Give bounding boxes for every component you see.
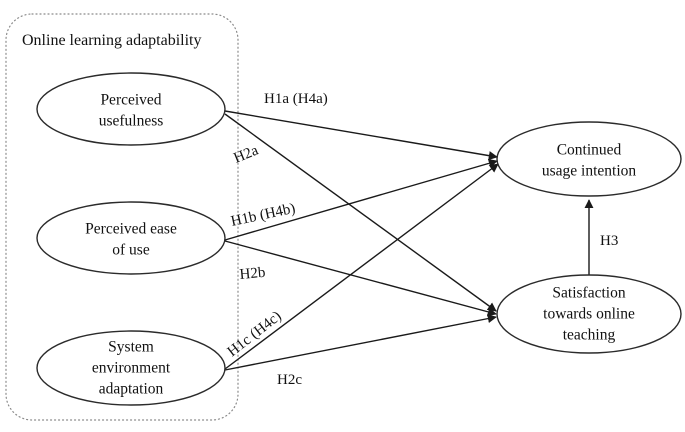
node-satisfaction-towards-online-teaching[interactable]: Satisfaction towards online teaching: [496, 274, 682, 354]
node-label-line: towards online: [543, 306, 635, 323]
edge-label-h2c: H2c: [277, 372, 302, 388]
edge-h1a-perceived-usefulness-to-continued-usage: [224, 110, 498, 161]
node-label-line: teaching: [563, 327, 616, 344]
node-continued-usage-intention[interactable]: Continued usage intention: [496, 121, 682, 197]
node-system-environment-adaptation[interactable]: System environment adaptation: [36, 330, 226, 406]
node-label-line: adaptation: [99, 381, 164, 398]
node-label-line: usefulness: [99, 113, 164, 130]
node-perceived-usefulness[interactable]: Perceived usefulness: [36, 72, 226, 146]
group-title: Online learning adaptability: [22, 32, 202, 49]
node-label-line: usage intention: [542, 163, 637, 180]
group-boundary-online-learning-adaptability: [5, 13, 239, 421]
node-label-line: Satisfaction: [552, 285, 625, 302]
edge-h1c-system-environment-to-continued-usage: [224, 163, 499, 370]
node-label-line: System: [108, 339, 154, 356]
edge-label-h2a: H2a: [232, 142, 261, 166]
node-label-line: of use: [112, 242, 150, 259]
edge-label-h1b: H1b (H4b): [230, 201, 297, 230]
edge-label-h3: H3: [600, 233, 618, 249]
node-perceived-ease-of-use[interactable]: Perceived ease of use: [36, 201, 226, 275]
edge-label-h2b: H2b: [239, 265, 266, 283]
node-label-line: Perceived ease: [85, 221, 177, 238]
edge-h2b-perceived-ease-to-satisfaction: [224, 240, 497, 317]
edge-h1b-perceived-ease-to-continued-usage: [224, 158, 498, 241]
node-label-line: environment: [92, 360, 171, 377]
edge-h2c-system-environment-to-satisfaction: [224, 314, 497, 371]
node-label-line: Continued: [557, 142, 622, 159]
node-label-line: Perceived: [100, 92, 161, 109]
edge-label-h1a: H1a (H4a): [264, 91, 328, 107]
edge-h2a-perceived-usefulness-to-satisfaction: [224, 113, 497, 312]
edge-label-h1c: H1c (H4c): [225, 308, 285, 360]
